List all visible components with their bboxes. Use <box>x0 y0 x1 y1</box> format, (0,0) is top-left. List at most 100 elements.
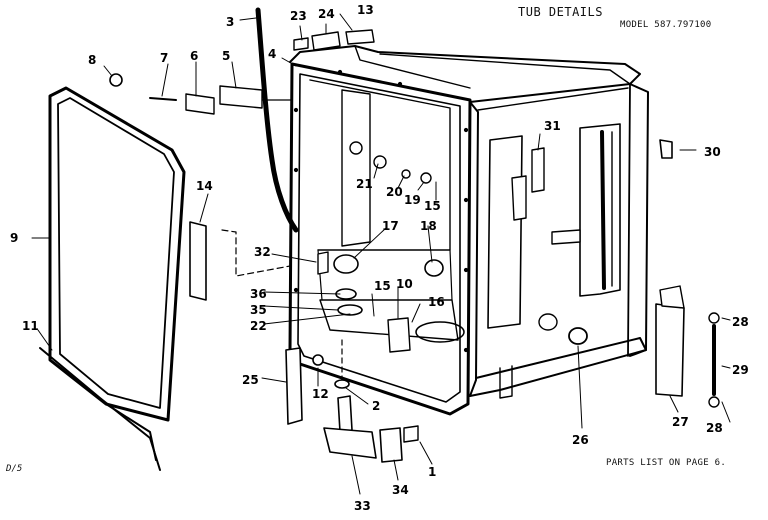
callout-17: 17 <box>382 219 399 233</box>
callout-35: 35 <box>250 303 267 317</box>
callout-1: 1 <box>428 465 436 479</box>
part-28-cap-top <box>708 312 720 324</box>
part-33-base <box>323 427 377 459</box>
part-18-boss <box>424 259 444 277</box>
part-26-grommet <box>568 327 588 345</box>
part-3-hose-highlight <box>257 11 273 161</box>
parts-list-reference: PARTS LIST ON PAGE 6. <box>606 458 727 468</box>
callout-7: 7 <box>160 51 168 65</box>
callout-5: 5 <box>222 49 230 63</box>
tub-interior-vent <box>341 89 371 247</box>
callout-18: 18 <box>420 219 437 233</box>
callout-8: 8 <box>88 53 96 67</box>
tub-floor <box>319 299 459 341</box>
side-bracket-left <box>511 175 527 221</box>
tub-right-window <box>579 123 621 297</box>
callout-25: 25 <box>242 373 259 387</box>
callout-16: 16 <box>428 295 445 309</box>
callout-32: 32 <box>254 245 271 259</box>
part-26-seat <box>538 313 558 331</box>
gasket-inner <box>57 97 175 409</box>
part-13-bracket <box>345 29 375 45</box>
callout-27: 27 <box>672 415 689 429</box>
callout-20: 20 <box>386 185 403 199</box>
callout-15a: 15 <box>424 199 441 213</box>
part-27-bracket <box>655 303 685 397</box>
callout-11: 11 <box>22 319 39 333</box>
frame-rivets <box>293 69 469 353</box>
part-24-bracket <box>311 31 341 51</box>
callout-19: 19 <box>404 193 421 207</box>
callout-29: 29 <box>732 363 749 377</box>
part-30-cap <box>659 139 673 159</box>
callout-31: 31 <box>544 119 561 133</box>
gasket-tail-inner <box>105 403 157 461</box>
part-21-nozzle-b <box>349 141 363 155</box>
tub <box>288 45 649 416</box>
callout-33: 33 <box>354 499 371 513</box>
callout-36: 36 <box>250 287 267 301</box>
callout-6: 6 <box>190 49 198 63</box>
callout-26: 26 <box>572 433 589 447</box>
model-number: MODEL 587.797100 <box>620 20 712 30</box>
tub-left-window <box>487 135 523 329</box>
callout-24: 24 <box>318 7 335 21</box>
tub-top-edge <box>289 45 641 103</box>
diagram-title: TUB DETAILS <box>518 5 603 19</box>
part-2-ring <box>334 379 350 389</box>
callout-28-top: 28 <box>732 315 749 329</box>
callout-14: 14 <box>196 179 213 193</box>
tub-window-rail <box>600 130 606 290</box>
part-14-strike <box>189 221 207 301</box>
side-bracket-lower <box>551 229 581 245</box>
part-6-hinge-plate <box>185 93 215 115</box>
tub-corner-edge <box>469 101 479 397</box>
part-25-lever <box>285 347 303 425</box>
part-7-screw <box>149 97 177 101</box>
part-32-fitting <box>317 251 329 275</box>
callout-labels: 3 23 24 13 4 5 6 7 8 9 11 14 32 17 18 21… <box>10 3 749 513</box>
tub-right-panel-edge <box>627 83 631 357</box>
callout-13: 13 <box>357 3 374 17</box>
callout-15b: 15 <box>374 279 391 293</box>
part-35-cup <box>337 304 363 316</box>
callout-34: 34 <box>392 483 409 497</box>
part-1-clip <box>403 425 419 443</box>
door-gasket <box>39 86 186 471</box>
gasket-outer <box>48 86 186 422</box>
part-23-clip <box>293 37 309 51</box>
callout-4: 4 <box>268 47 276 61</box>
part-8-bumper <box>109 73 123 87</box>
leader-lines <box>31 13 731 495</box>
tub-side-top <box>477 87 629 111</box>
part-14-leader <box>221 229 291 277</box>
tub-top-panel <box>379 53 631 85</box>
tub-base <box>469 337 647 397</box>
callout-23: 23 <box>290 9 307 23</box>
callout-10: 10 <box>396 277 413 291</box>
tub-front-opening <box>297 73 461 403</box>
part-21-nozzle <box>373 155 387 169</box>
part-34-switch <box>379 427 403 463</box>
diagram-code: D/5 <box>6 464 23 474</box>
tub-top-inner <box>354 45 471 89</box>
callout-12: 12 <box>312 387 329 401</box>
tub-base-bracket <box>499 365 513 399</box>
callout-22: 22 <box>250 319 267 333</box>
tub-sump <box>415 321 465 343</box>
callout-3: 3 <box>226 15 234 29</box>
part-5-hinge-block <box>219 85 263 109</box>
part-28-cap-bottom <box>708 396 720 408</box>
tub-interior-back <box>309 79 451 251</box>
part-17-boss <box>333 254 359 274</box>
part-27-top <box>659 285 685 309</box>
part-33-stem <box>337 395 353 433</box>
callout-2: 2 <box>372 399 380 413</box>
callout-21: 21 <box>356 177 373 191</box>
part-16-bracket <box>387 317 411 353</box>
callout-9: 9 <box>10 231 18 245</box>
tub-right-edge <box>629 83 649 357</box>
part-12-nut <box>312 354 324 366</box>
